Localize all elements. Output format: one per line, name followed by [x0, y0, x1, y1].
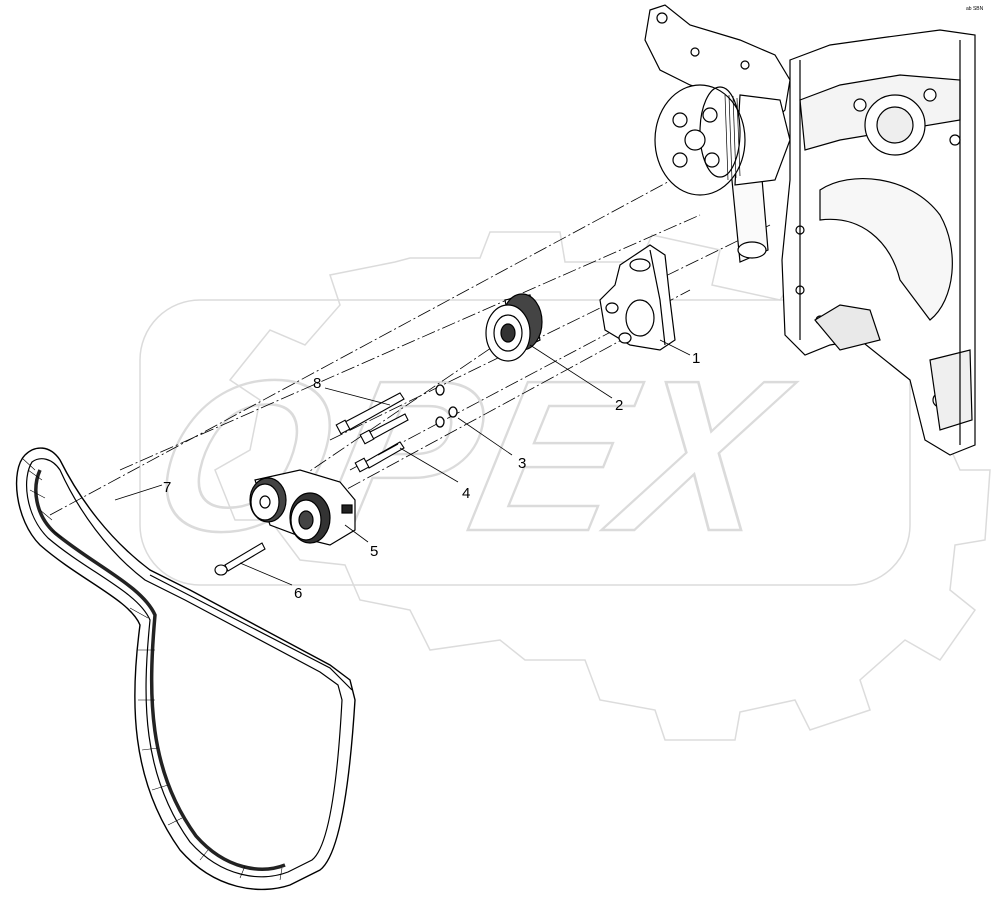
- water-pump-assembly: [644, 4, 791, 263]
- callout-2: 2: [615, 397, 623, 414]
- opex-watermark: OPEX: [134, 231, 991, 741]
- corner-mark: ab SBN: [966, 6, 984, 12]
- callout-3: 3: [518, 455, 526, 472]
- engine-front-cover: [781, 29, 976, 456]
- mounting-bolts-long: [335, 392, 409, 445]
- callout-7: 7: [163, 479, 171, 496]
- callout-5: 5: [370, 543, 378, 560]
- tensioner-bracket: [599, 244, 676, 351]
- callout-leaders: [114, 339, 691, 586]
- serpentine-belt: [15, 447, 356, 891]
- callout-8: 8: [313, 375, 321, 392]
- callout-4: 4: [462, 485, 470, 502]
- mounting-bolts-short: [354, 441, 405, 473]
- watermark-gear-outline: [214, 231, 991, 741]
- callout-1: 1: [692, 350, 700, 367]
- callout-6: 6: [294, 585, 302, 602]
- idler-pulley: [485, 293, 543, 362]
- watermark-text: OPEX: [135, 336, 806, 576]
- washers: [435, 384, 458, 428]
- belt-tensioner: [249, 469, 356, 546]
- tensioner-bolt: [214, 542, 266, 576]
